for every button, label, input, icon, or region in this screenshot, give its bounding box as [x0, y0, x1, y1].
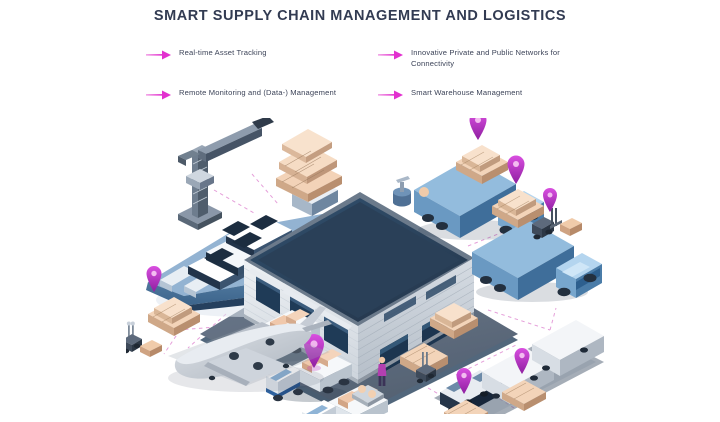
- arrow-right-icon: [146, 90, 171, 100]
- location-pin-vans: [304, 334, 324, 371]
- location-pin-2: [507, 155, 525, 184]
- pallet-stack-apron-2: [430, 303, 478, 339]
- location-pin-6: [456, 368, 472, 394]
- storage-tank: [393, 176, 429, 207]
- legend: Real-time Asset Tracking Innovative Priv…: [146, 48, 586, 101]
- location-pin-3: [543, 188, 557, 212]
- pallet-stack-upper-right-1: [456, 145, 508, 184]
- location-pin-5: [514, 348, 530, 374]
- pallet-stack-upper-right-2: [492, 189, 544, 228]
- freight-train: [434, 320, 604, 414]
- pallet-stack-crane: [276, 129, 342, 202]
- forklift-apron: [416, 352, 436, 384]
- arrow-right-icon: [146, 50, 171, 60]
- legend-label: Innovative Private and Public Networks f…: [411, 48, 560, 68]
- train-boxcar-2: [532, 320, 604, 376]
- legend-item-real-time-asset-tracking[interactable]: Real-time Asset Tracking: [146, 48, 378, 69]
- legend-label: Smart Warehouse Management: [411, 88, 523, 97]
- location-pin-1: [469, 118, 487, 140]
- semi-truck-2: [472, 220, 602, 302]
- worker-figure: [377, 356, 387, 386]
- legend-item-smart-warehouse[interactable]: Smart Warehouse Management: [378, 88, 586, 101]
- arrow-right-icon: [378, 90, 403, 100]
- legend-label: Remote Monitoring and (Data-) Management: [179, 88, 337, 97]
- port-crane: [178, 118, 274, 230]
- location-pin-4: [146, 266, 162, 292]
- forklift-left: [126, 321, 162, 357]
- legend-item-innovative-networks[interactable]: Innovative Private and Public Networks f…: [378, 48, 586, 69]
- legend-label: Real-time Asset Tracking: [179, 48, 267, 57]
- pallet-trolley: [352, 385, 384, 407]
- pallet-stack-train-1: [502, 380, 546, 411]
- cargo-airplane: [168, 306, 332, 392]
- isometric-supply-chain-illustration: [126, 118, 604, 414]
- forklift-upper-right: [532, 208, 582, 240]
- arrow-right-icon: [378, 50, 403, 60]
- illustration-svg: [126, 118, 604, 414]
- legend-item-remote-monitoring[interactable]: Remote Monitoring and (Data-) Management: [146, 88, 378, 101]
- pallet-stack-train-2: [444, 400, 488, 414]
- pallet-stack-left: [148, 297, 200, 336]
- page-title: SMART SUPPLY CHAIN MANAGEMENT AND LOGIST…: [153, 8, 567, 24]
